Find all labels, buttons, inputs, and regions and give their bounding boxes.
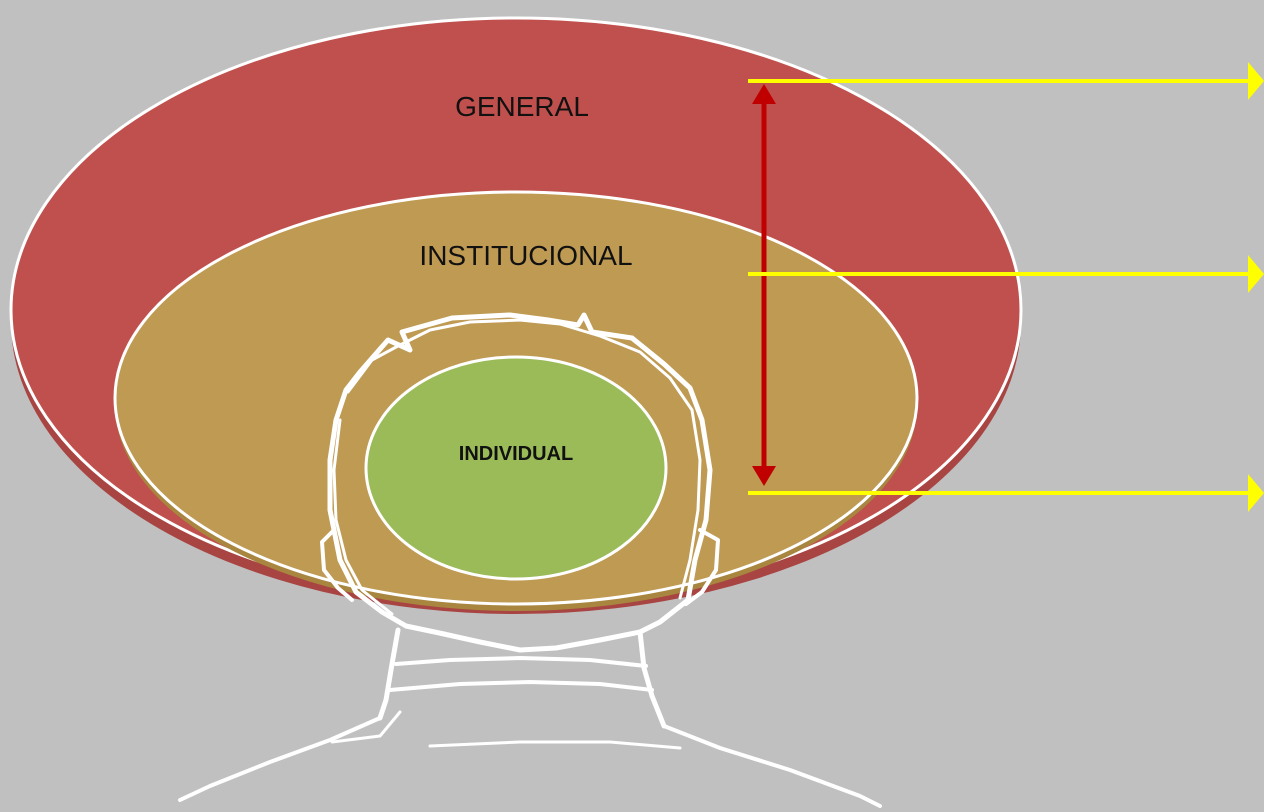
institutional-label: INSTITUCIONAL (419, 240, 632, 271)
double-arrow-vertical-icon (752, 84, 776, 486)
arrow-right-icon (748, 474, 1264, 512)
arrow-right-icon (748, 255, 1264, 293)
arrow-right-icon (748, 62, 1264, 100)
person-head-outline-icon (178, 312, 882, 808)
general-label: GENERAL (455, 91, 589, 122)
individual-label: INDIVIDUAL (459, 443, 573, 465)
individual-ellipse (364, 355, 668, 581)
